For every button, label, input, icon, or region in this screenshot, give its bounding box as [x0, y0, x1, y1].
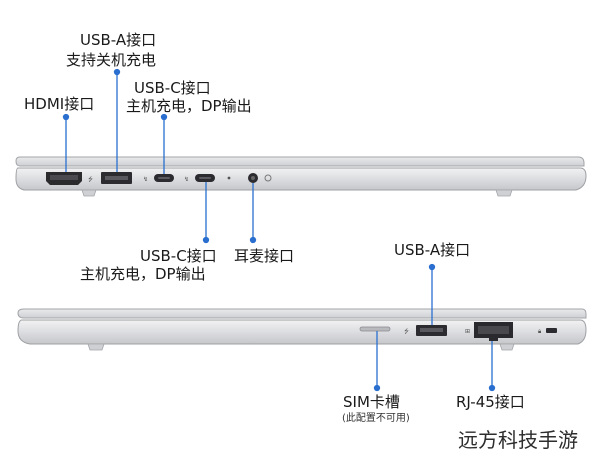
label-usba-top-line1: USB-A接口	[80, 31, 157, 49]
rj45-port	[474, 322, 513, 341]
label-usbc-top-line2: 主机充电，DP输出	[126, 97, 252, 115]
laptop-top-side	[15, 156, 587, 197]
sim-slot	[359, 326, 391, 332]
network-symbol-icon: ⊞	[465, 328, 470, 335]
headset-jack	[248, 173, 258, 183]
usb-a-port-top	[101, 172, 132, 184]
status-led	[227, 176, 231, 180]
label-usbc-bottom-line2: 主机充电，DP输出	[80, 265, 206, 283]
hdmi-port	[46, 172, 82, 185]
label-sim-note: (此配置不可用)	[342, 413, 410, 424]
usb-c-symbol-icon-2: ↯	[184, 176, 189, 183]
lock-icon: 🔒︎	[538, 328, 541, 335]
label-usbc-top-line1: USB-C接口	[134, 79, 211, 97]
label-usba-top-line2: 支持关机充电	[66, 51, 157, 69]
watermark-text: 远方科技手游	[458, 428, 578, 452]
label-rj45: RJ-45接口	[456, 393, 525, 411]
label-usbc-bottom-line1: USB-C接口	[140, 247, 217, 265]
usb-a-port-bottom	[416, 325, 447, 336]
callout-lines	[62, 68, 496, 392]
usb-c-symbol-icon: ↯	[143, 176, 148, 183]
headset-icon	[264, 174, 272, 182]
label-sim: SIM卡槽	[343, 393, 400, 411]
usb-c-port-top-1	[154, 174, 174, 182]
label-hdmi: HDMI接口	[24, 95, 95, 113]
label-usba-bottom: USB-A接口	[394, 241, 471, 259]
usb-a-symbol-icon: ⭍	[88, 175, 93, 183]
usb-c-port-top-2	[195, 174, 215, 182]
label-headset: 耳麦接口	[234, 247, 295, 265]
usb-a-symbol-icon-bottom: ⭍	[404, 327, 409, 335]
security-lock-slot	[546, 328, 557, 333]
